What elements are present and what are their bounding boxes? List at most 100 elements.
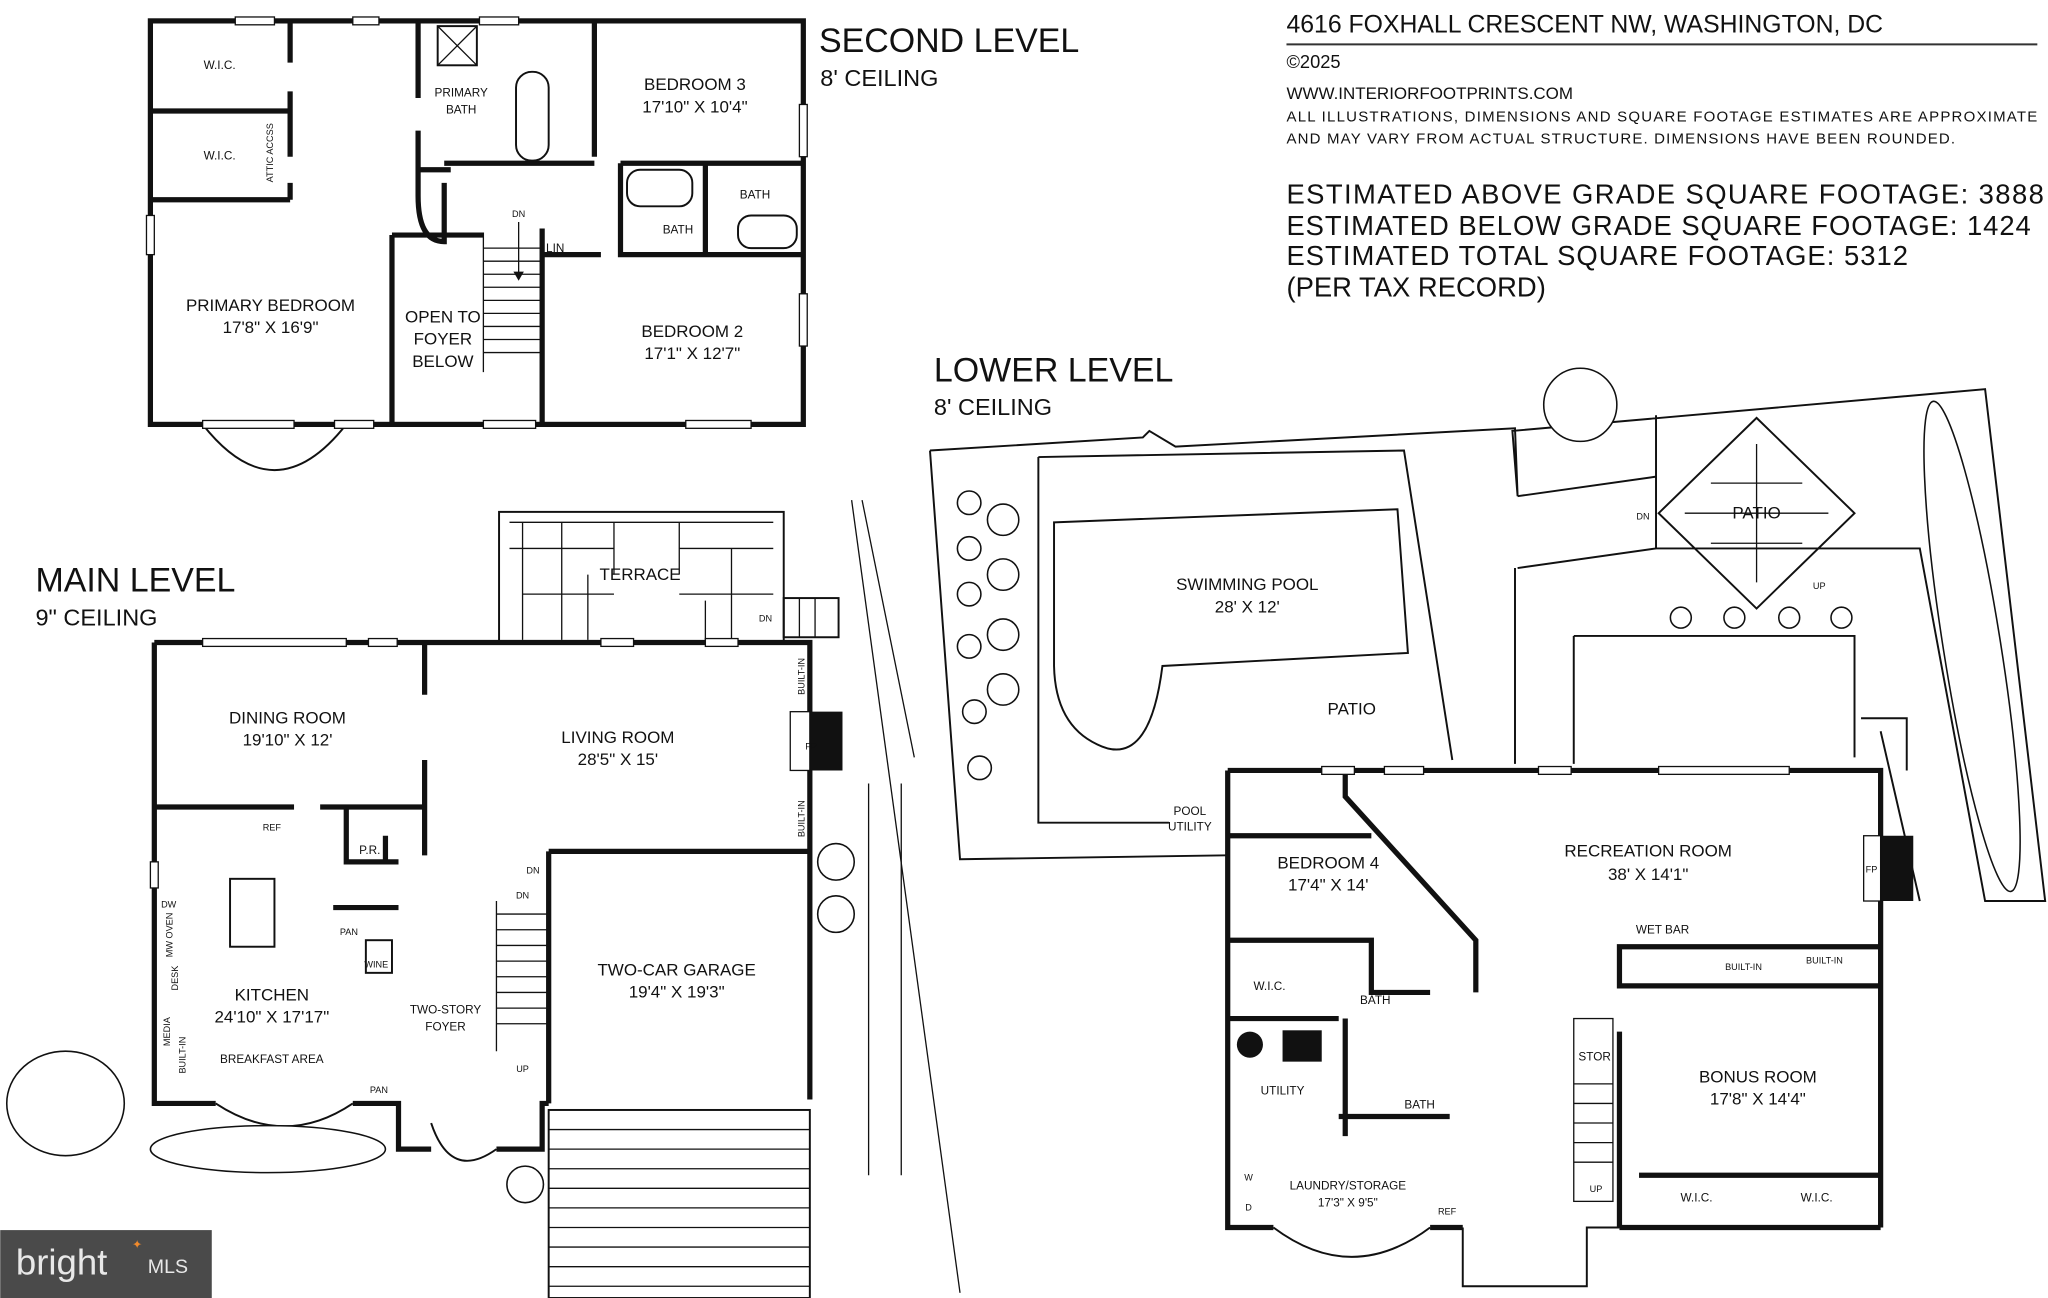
stairs-up-label: UP <box>516 1064 529 1074</box>
info-block: 4616 FOXHALL CRESCENT NW, WASHINGTON, DC… <box>1286 12 2043 303</box>
primary-bath-label-1: PRIMARY <box>435 87 488 100</box>
fireplace-label: FP <box>1866 864 1878 874</box>
microwave-oven-label: MW OVEN <box>165 913 175 958</box>
wine-label: WINE <box>364 960 388 970</box>
foyer-label-2: FOYER <box>425 1020 465 1033</box>
bedroom-2-dimensions: 17'1" X 12'7" <box>644 344 740 363</box>
disclaimer-line-2: AND MAY VARY FROM ACTUAL STRUCTURE. DIME… <box>1286 131 1955 148</box>
bath-label-b: BATH <box>663 224 693 237</box>
bright-mls-logo: bright MLS ✦ <box>0 1230 212 1298</box>
address: 4616 FOXHALL CRESCENT NW, WASHINGTON, DC <box>1286 12 1883 39</box>
logo-brand: bright <box>16 1241 107 1282</box>
ref-label: REF <box>1438 1206 1457 1216</box>
living-room-dimensions: 28'5" X 15' <box>578 750 658 769</box>
logo-suffix: MLS <box>148 1256 188 1278</box>
laundry-dimensions: 17'3" X 9'5" <box>1318 1197 1378 1210</box>
below-grade-sqft: ESTIMATED BELOW GRADE SQUARE FOOTAGE: 14… <box>1286 210 2030 241</box>
stepping-stones <box>867 783 902 1176</box>
primary-bedroom-label: PRIMARY BEDROOM <box>186 296 355 315</box>
washer-label: W <box>1244 1172 1253 1182</box>
patio-diamond <box>1657 416 1856 610</box>
open-to-foyer-label-3: BELOW <box>412 352 473 371</box>
attic-access-label: ATTIC ACCSS <box>265 123 275 182</box>
recreation-room-dimensions: 38' X 14'1" <box>1608 865 1688 884</box>
above-grade-sqft: ESTIMATED ABOVE GRADE SQUARE FOOTAGE: 38… <box>1286 179 2043 210</box>
bonus-room-label: BONUS ROOM <box>1699 1068 1817 1087</box>
terrace-stairs-down-label: DN <box>759 614 772 624</box>
pantry-label-1: PAN <box>340 927 358 937</box>
built-in-label-1: BUILT-IN <box>1725 962 1762 972</box>
patio-stairs-down-label: DN <box>1636 512 1649 522</box>
dining-room-dimensions: 19'10" X 12' <box>243 731 333 750</box>
foyer-stairs <box>495 901 550 1052</box>
built-in-label-2: BUILT-IN <box>1806 956 1843 966</box>
powder-room-label: P.R. <box>359 844 380 857</box>
dining-room-label: DINING ROOM <box>229 708 346 727</box>
patio-label-2: PATIO <box>1732 503 1780 522</box>
foyer-label-1: TWO-STORY <box>410 1003 482 1016</box>
swimming-pool-label: SWIMMING POOL <box>1176 575 1318 594</box>
primary-bath-label-2: BATH <box>446 104 476 117</box>
second-level-title: SECOND LEVEL <box>819 22 1079 60</box>
total-sqft: ESTIMATED TOTAL SQUARE FOOTAGE: 5312 <box>1286 240 1908 271</box>
wet-bar-label: WET BAR <box>1636 924 1689 937</box>
main-level-plan: MAIN LEVEL 9" CEILING TERRACE DN <box>5 500 961 1298</box>
primary-bedroom-dimensions: 17'8" X 16'9" <box>223 318 319 337</box>
main-level-title: MAIN LEVEL <box>35 562 235 600</box>
dryer-label: D <box>1245 1203 1252 1213</box>
garage-label: TWO-CAR GARAGE <box>597 960 755 979</box>
built-in-label-2: BUILT-IN <box>797 800 807 837</box>
swimming-pool <box>1053 508 1409 751</box>
built-in-label-3: BUILT-IN <box>178 1037 188 1074</box>
recreation-room-label: RECREATION ROOM <box>1564 842 1732 861</box>
kitchen-dimensions: 24'10" X 17'17" <box>214 1007 329 1026</box>
bonus-room-dimensions: 17'8" X 14'4" <box>1710 1090 1806 1109</box>
lower-level-plan: LOWER LEVEL 8' CEILING SWIMMING POOL 28'… <box>929 351 2047 1288</box>
disclaimer-line-1: ALL ILLUSTRATIONS, DIMENSIONS AND SQUARE… <box>1286 108 2037 125</box>
garage-driveway <box>547 1108 811 1298</box>
breakfast-area-label: BREAKFAST AREA <box>220 1053 324 1066</box>
lower-level-title: LOWER LEVEL <box>934 351 1174 389</box>
garage-dimensions: 19'4" X 19'3" <box>629 983 725 1002</box>
shrub-bed <box>149 1124 387 1174</box>
pool-utility-label-1: POOL <box>1174 805 1207 818</box>
storage-label: STOR <box>1578 1050 1610 1063</box>
bath-label-a: BATH <box>740 188 770 201</box>
media-label: MEDIA <box>162 1016 172 1046</box>
second-level-plan: SECOND LEVEL 8' CEILING W.I.C. W.I.C. AT… <box>145 16 1079 471</box>
lower-level-ceiling: 8' CEILING <box>934 394 1052 420</box>
open-to-foyer-label-2: FOYER <box>414 330 472 349</box>
pool-utility-label-2: UTILITY <box>1168 821 1212 834</box>
tree <box>5 1050 126 1157</box>
patio-label-1: PATIO <box>1328 699 1376 718</box>
copyright: ©2025 <box>1286 51 1340 72</box>
swimming-pool-dimensions: 28' X 12' <box>1215 597 1280 616</box>
stairs-down-label: DN <box>512 209 525 219</box>
wic-label-1: W.I.C. <box>204 59 236 72</box>
dishwasher-label: DW <box>161 900 177 910</box>
main-level-ceiling: 9" CEILING <box>35 604 157 630</box>
patio-stairs-up-label: UP <box>1813 581 1826 591</box>
bedroom-3-dimensions: 17'10" X 10'4" <box>642 97 747 116</box>
logo-star-icon: ✦ <box>132 1238 142 1251</box>
ref-label: REF <box>263 823 282 833</box>
kitchen-label: KITCHEN <box>235 985 309 1004</box>
wic-label-2: W.I.C. <box>1681 1191 1713 1204</box>
linen-label: LIN <box>546 242 564 255</box>
living-room-label: LIVING ROOM <box>561 728 674 747</box>
bedroom-3-label: BEDROOM 3 <box>644 75 746 94</box>
built-in-label-1: BUILT-IN <box>797 658 807 695</box>
stairs <box>483 221 543 354</box>
laundry-label: LAUNDRY/STORAGE <box>1290 1180 1407 1193</box>
bedroom-4-label: BEDROOM 4 <box>1277 853 1379 872</box>
terrace-label: TERRACE <box>600 565 681 584</box>
utility-label: UTILITY <box>1261 1084 1305 1097</box>
wic-label: W.I.C. <box>1253 980 1285 993</box>
bath-label-1: BATH <box>1360 994 1390 1007</box>
bedroom-2-label: BEDROOM 2 <box>641 322 743 341</box>
fireplace-label: FP <box>805 742 817 752</box>
wic-label-3: W.I.C. <box>1801 1191 1833 1204</box>
stairs-up-label: UP <box>1590 1184 1603 1194</box>
